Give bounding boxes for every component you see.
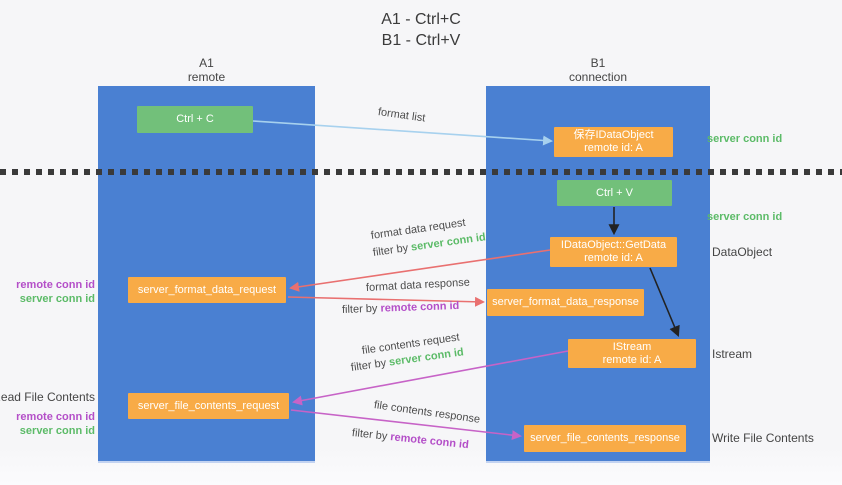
flow-label-filter-by-remote-conn-id-2: filter by remote conn id xyxy=(351,427,469,451)
phase-divider-dotted-line xyxy=(0,169,842,175)
column-header-a1: A1 remote xyxy=(98,56,315,84)
node-ctrl-v: Ctrl + V xyxy=(557,180,672,206)
flow-label-filter-by-remote-conn-id-1: filter by remote conn id xyxy=(342,300,460,316)
file-contents-response-text: file contents response xyxy=(373,399,481,426)
filter-by-prefix: filter by xyxy=(350,356,390,374)
server-format-data-response-label: server_format_data_response xyxy=(492,296,639,308)
right-label-write-file-contents: Write File Contents xyxy=(712,431,814,445)
title-line-2: B1 - Ctrl+V xyxy=(381,32,461,49)
filter-by-prefix: filter by xyxy=(341,302,381,316)
right-label-istream: Istream xyxy=(712,347,753,361)
flow-label-file-contents-response: file contents response xyxy=(373,399,481,426)
column-header-b1: B1 connection xyxy=(486,56,710,84)
right-label-server-conn-id-mid: server conn id xyxy=(707,211,783,223)
node-idataobject-getdata: IDataObject::GetData remote id: A xyxy=(550,237,677,267)
server-format-data-request-label: server_format_data_request xyxy=(137,283,277,296)
server-file-contents-request-label: server_file_contents_request xyxy=(137,399,280,412)
format-data-response-text: format data response xyxy=(365,276,471,294)
left-label-remote-conn-id-top: remote conn id xyxy=(16,279,95,291)
format-list-text: format list xyxy=(377,106,427,125)
node-server-file-contents-response: server_file_contents_response xyxy=(524,425,686,452)
left-label-server-conn-id-top: server conn id xyxy=(19,293,95,305)
column-b1-role: connection xyxy=(568,70,628,84)
title-line-1: A1 - Ctrl+C xyxy=(381,11,461,28)
node-server-format-data-request: server_format_data_request xyxy=(128,277,286,303)
getdata-line2: remote id: A xyxy=(584,252,643,264)
node-server-file-contents-request: server_file_contents_request xyxy=(128,393,289,419)
node-server-format-data-response: server_format_data_response xyxy=(487,289,644,316)
remote-conn-id-text: remote conn id xyxy=(389,431,470,452)
getdata-line1: IDataObject::GetData xyxy=(560,239,667,251)
right-label-server-conn-id-top: server conn id xyxy=(707,133,783,145)
column-a1-name: A1 xyxy=(199,56,214,70)
istream-line2: remote id: A xyxy=(602,353,662,366)
column-b1-name: B1 xyxy=(590,56,606,70)
save-idataobject-line2: remote id: A xyxy=(584,142,643,154)
filter-by-prefix: filter by xyxy=(372,241,412,259)
ctrl-v-label: Ctrl + V xyxy=(596,186,633,199)
diagram-title: A1 - Ctrl+C B1 - Ctrl+V xyxy=(0,9,842,51)
left-label-server-conn-id-bottom: server conn id xyxy=(19,425,95,437)
node-ctrl-c: Ctrl + C xyxy=(137,106,253,133)
server-file-contents-response-label: server_file_contents_response xyxy=(530,432,680,444)
remote-conn-id-text: remote conn id xyxy=(380,299,460,315)
node-save-idataobject: 保存IDataObject remote id: A xyxy=(554,127,673,157)
save-idataobject-line1: 保存IDataObject xyxy=(573,129,654,141)
left-label-remote-conn-id-bottom: remote conn id xyxy=(16,411,95,423)
filter-by-prefix: filter by xyxy=(351,427,391,443)
flow-label-format-data-response: format data response xyxy=(366,277,470,294)
right-label-dataobject: DataObject xyxy=(712,245,773,259)
flow-label-format-list: format list xyxy=(377,106,426,125)
column-a1-role: remote xyxy=(187,70,226,84)
node-istream: IStream remote id: A xyxy=(568,339,696,368)
left-label-read-file-contents: Read File Contents xyxy=(0,390,95,404)
istream-line1: IStream xyxy=(612,340,652,353)
ctrl-c-label: Ctrl + C xyxy=(176,113,214,125)
